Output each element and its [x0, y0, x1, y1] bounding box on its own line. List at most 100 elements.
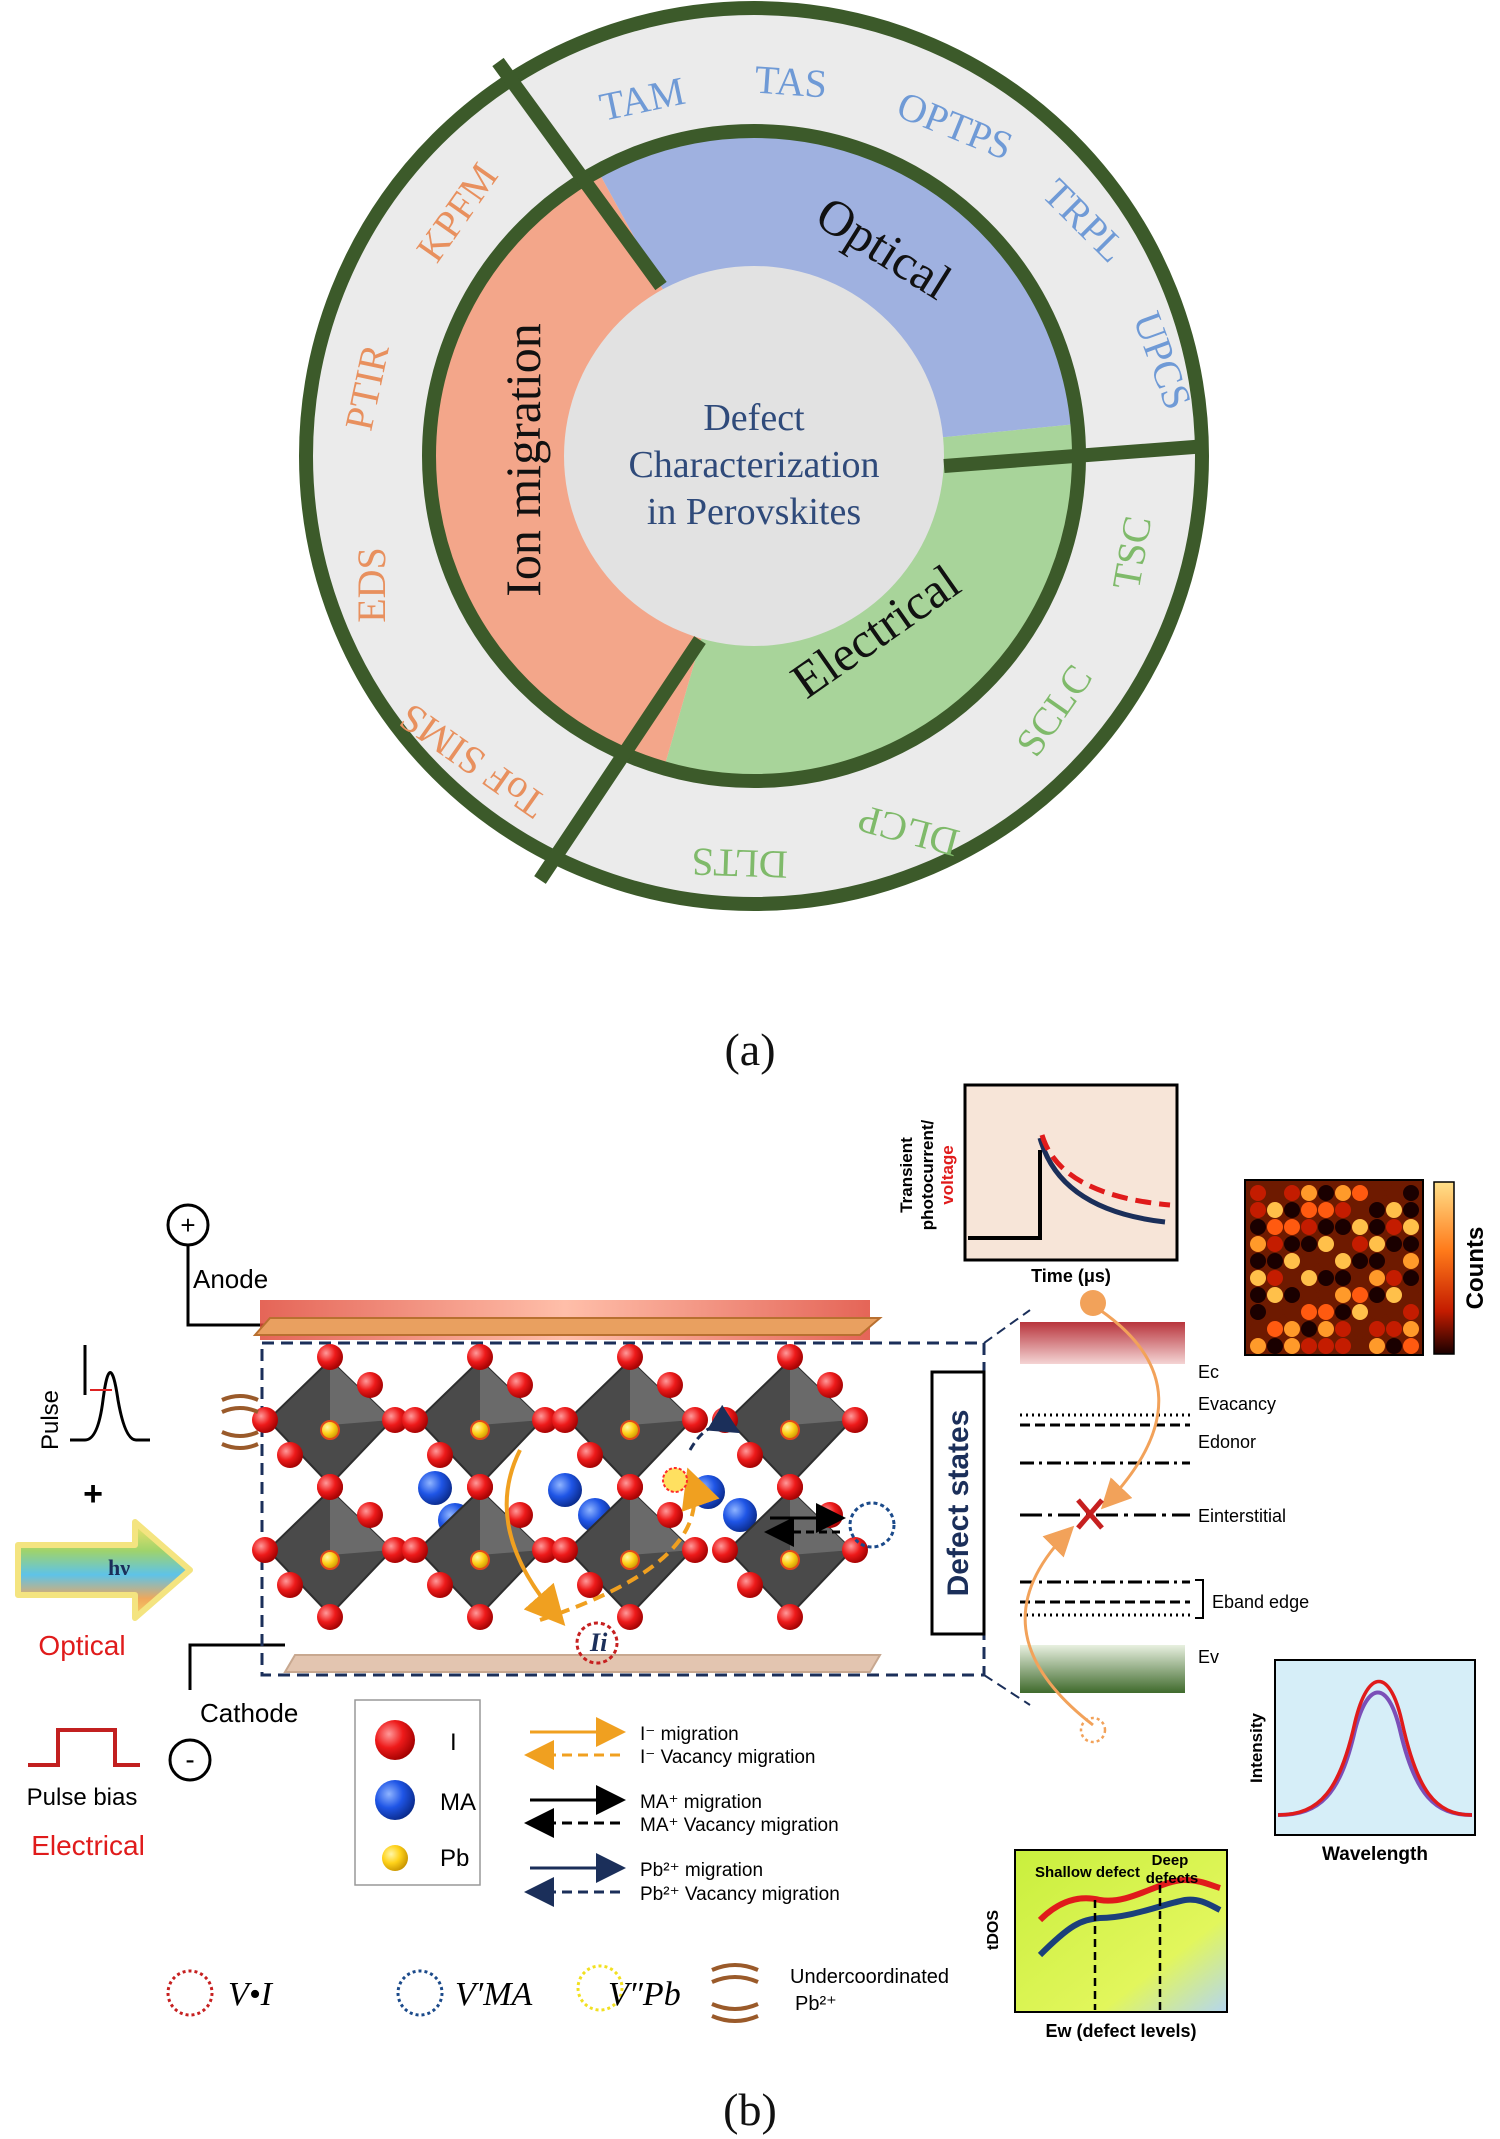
optical-stimulus-label: Optical: [38, 1630, 125, 1661]
undercoordinated-label-1: Undercoordinated: [790, 1966, 949, 1988]
counts-map-cell: [1301, 1185, 1317, 1201]
counts-map-cell: [1352, 1338, 1368, 1354]
cathode-label: Cathode: [200, 1698, 298, 1728]
center-disc: [564, 266, 944, 646]
counts-map-cell: [1250, 1270, 1266, 1286]
level-einterstitial-label: Einterstitial: [1198, 1506, 1286, 1526]
counts-map-cell: [1267, 1321, 1283, 1337]
anode-plus-sign: +: [180, 1210, 195, 1240]
counts-map-cell: [1403, 1202, 1419, 1218]
iodine-interstitial-label: Ii: [589, 1628, 608, 1657]
ion-migration-label: Ion migration: [495, 323, 551, 597]
counts-map-cell: [1352, 1253, 1368, 1269]
vacancy-pb-label: V″Pb: [608, 1976, 681, 2013]
counts-map-cell: [1284, 1253, 1300, 1269]
ma-vacancy-circle: [848, 1501, 896, 1549]
technique-tas: TAS: [753, 57, 828, 107]
pb-ion: [470, 1550, 490, 1570]
counts-map-cell: [1250, 1287, 1266, 1303]
vacancy-i-label: V•I: [228, 1976, 274, 2013]
ma-ion: [723, 1498, 757, 1532]
pb-ion: [320, 1420, 340, 1440]
tdos-deep-label-2: defects: [1146, 1870, 1199, 1887]
counts-map-cell: [1369, 1287, 1385, 1303]
level-ec-label: Ec: [1198, 1362, 1219, 1382]
panel-b: + Anode Cathode - Ii: [15, 1083, 1489, 2041]
counts-map-cell: [1301, 1287, 1317, 1303]
legend-pb-vacancy: Pb²⁺ Vacancy migration: [640, 1884, 840, 1905]
pb-migration-arrow: [688, 1404, 741, 1451]
tdos-curve-blue: [1037, 1896, 1222, 1958]
transient-photocurrent-curve: [1037, 1137, 1166, 1225]
hole-capture-arrow: [1023, 1525, 1094, 1727]
i-migration-arrow: [504, 1449, 566, 1626]
counts-colorbar: [1433, 1181, 1455, 1355]
counts-map-cell: [1335, 1253, 1351, 1269]
counts-map-cell: [1318, 1321, 1334, 1337]
counts-map-cell: [1403, 1321, 1419, 1337]
cathode-plate: [283, 1654, 882, 1673]
i-ion: [777, 1604, 803, 1630]
counts-map-cell: [1284, 1202, 1300, 1218]
counts-map-cell: [1250, 1253, 1266, 1269]
i-ion: [532, 1537, 558, 1563]
undercoordinated-label-2: Pb²⁺: [795, 1993, 837, 2015]
center-line-1: Defect: [703, 397, 805, 439]
counts-map-cell: [1352, 1219, 1368, 1235]
electrical-stimulus-label: Electrical: [31, 1830, 145, 1861]
i-ion: [577, 1442, 603, 1468]
counts-map-cell: [1386, 1338, 1402, 1354]
ma-ion: [548, 1473, 582, 1507]
caption-a: (a): [724, 1024, 775, 1075]
counts-map-cell: [1335, 1185, 1351, 1201]
legend-i-icon: [375, 1720, 415, 1760]
counts-map-cell: [1335, 1338, 1351, 1354]
counts-map-cell: [1267, 1253, 1283, 1269]
counts-map-cell: [1386, 1185, 1402, 1201]
vacancy-ma-label: V′MA: [455, 1976, 533, 2013]
pb-ion: [620, 1420, 640, 1440]
counts-map-cell: [1250, 1236, 1266, 1252]
counts-map-cell: [1301, 1236, 1317, 1252]
i-ion: [427, 1442, 453, 1468]
counts-map-cell: [1403, 1304, 1419, 1320]
cathode-minus-sign: -: [185, 1744, 194, 1775]
pb-ion: [620, 1550, 640, 1570]
divider-bottom: [534, 636, 706, 884]
counts-map-cell: [1267, 1304, 1283, 1320]
counts-map-cell: [1335, 1202, 1351, 1218]
counts-map-cell: [1335, 1219, 1351, 1235]
counts-map-cell: [1369, 1202, 1385, 1218]
counts-map-cell: [1403, 1253, 1419, 1269]
tdos-shallow-label: Shallow defect: [1035, 1864, 1140, 1881]
legend-ma-icon: [375, 1780, 415, 1820]
electron-icon: [1080, 1290, 1106, 1316]
counts-map: [1250, 1185, 1419, 1354]
hv-label: hν: [108, 1555, 130, 1580]
counts-map-cell: [1369, 1185, 1385, 1201]
iodine-interstitial-circle: [575, 1621, 619, 1665]
i-ion: [817, 1502, 843, 1528]
counts-map-cell: [1250, 1321, 1266, 1337]
counts-map-cell: [1250, 1304, 1266, 1320]
defect-states-label: Defect states: [942, 1410, 975, 1597]
anode-wire: [186, 1245, 275, 1327]
counts-map-cell: [1318, 1202, 1334, 1218]
i-ion: [817, 1372, 843, 1398]
i-ion: [467, 1474, 493, 1500]
counts-map-cell: [1335, 1270, 1351, 1286]
counts-map-cell: [1352, 1287, 1368, 1303]
counts-map-cell: [1403, 1270, 1419, 1286]
i-ion: [737, 1442, 763, 1468]
counts-label: Counts: [1462, 1227, 1489, 1310]
pb-ion: [780, 1550, 800, 1570]
vacancy-pb-icon: [576, 1964, 624, 2012]
counts-map-cell: [1369, 1321, 1385, 1337]
atom-legend-box: [354, 1699, 481, 1886]
i-ion: [777, 1474, 803, 1500]
counts-map-cell: [1335, 1287, 1351, 1303]
counts-map-cell: [1403, 1185, 1419, 1201]
counts-map-cell: [1403, 1338, 1419, 1354]
i-ion: [657, 1502, 683, 1528]
counts-map-cell: [1369, 1236, 1385, 1252]
